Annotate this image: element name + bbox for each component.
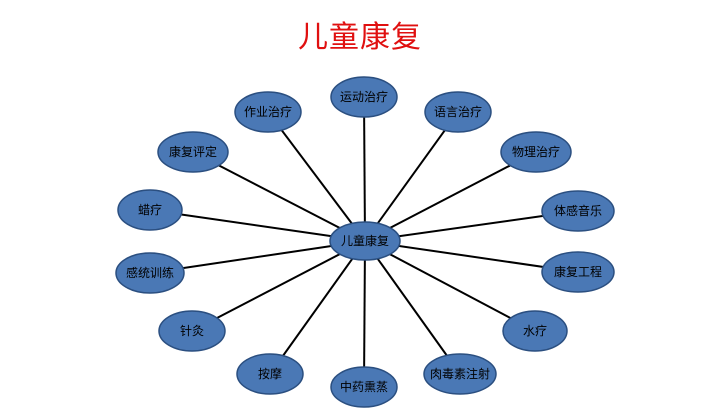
node-n13: 中药熏蒸 (330, 366, 398, 408)
node-n14: 肉毒素注射 (423, 353, 497, 395)
edge-n8 (149, 240, 366, 274)
center-node: 儿童康复 (329, 221, 401, 261)
node-n7-ellipse (541, 190, 615, 232)
node-n9: 康复工程 (541, 251, 615, 293)
node-n1: 运动治疗 (330, 76, 398, 118)
node-n11-ellipse (502, 310, 568, 352)
diagram-title: 儿童康复 (298, 20, 422, 55)
node-n10-label: 针灸 (180, 323, 204, 338)
node-n3-ellipse (424, 91, 492, 133)
node-n9-ellipse (541, 251, 615, 293)
node-n4: 康复评定 (157, 131, 229, 173)
node-n6-ellipse (117, 189, 183, 231)
edge-n3 (364, 111, 459, 242)
node-n2: 作业治疗 (234, 91, 302, 133)
node-n13-ellipse (330, 366, 398, 408)
node-n3: 语言治疗 (424, 91, 492, 133)
edge-n12 (269, 240, 366, 375)
node-n7: 体感音乐 (541, 190, 615, 232)
node-n6: 蜡疗 (117, 189, 183, 231)
node-n12-ellipse (236, 353, 304, 395)
edge-n6 (149, 209, 366, 242)
node-n14-ellipse (423, 353, 497, 395)
node-n1-ellipse (330, 76, 398, 118)
node-n8: 感统训练 (115, 252, 185, 294)
node-n11-label: 水疗 (523, 324, 547, 338)
node-n1-label: 运动治疗 (340, 90, 388, 104)
edge-n1 (363, 96, 366, 242)
node-n8-ellipse (115, 252, 185, 294)
edge-n5 (364, 151, 537, 242)
node-n12: 按摩 (236, 353, 304, 395)
edge-n4 (192, 151, 366, 242)
edge-n14 (364, 240, 461, 375)
edge-n13 (363, 240, 366, 388)
node-n11: 水疗 (502, 310, 568, 352)
node-n5: 物理治疗 (500, 131, 572, 173)
node-n6-label: 蜡疗 (138, 203, 162, 217)
node-n5-ellipse (500, 131, 572, 173)
node-n4-label: 康复评定 (169, 144, 217, 159)
node-n10: 针灸 (158, 310, 226, 352)
edges-group (149, 96, 579, 388)
edge-n2 (267, 111, 366, 242)
edge-n10 (191, 240, 366, 332)
node-n8-label: 感统训练 (126, 265, 174, 280)
edge-n11 (364, 240, 536, 332)
node-n13-label: 中药熏蒸 (340, 379, 388, 394)
node-n9-label: 康复工程 (554, 264, 602, 279)
node-n7-label: 体感音乐 (554, 203, 602, 218)
center-node-ellipse (329, 221, 401, 261)
node-n2-ellipse (234, 91, 302, 133)
node-n5-label: 物理治疗 (512, 145, 560, 159)
node-n3-label: 语言治疗 (434, 105, 482, 119)
node-n10-ellipse (158, 310, 226, 352)
node-n2-label: 作业治疗 (244, 105, 292, 119)
center-node-label: 儿童康复 (341, 233, 389, 248)
node-n4-ellipse (157, 131, 229, 173)
node-n14-label: 肉毒素注射 (430, 366, 490, 381)
node-n12-label: 按摩 (258, 366, 282, 381)
